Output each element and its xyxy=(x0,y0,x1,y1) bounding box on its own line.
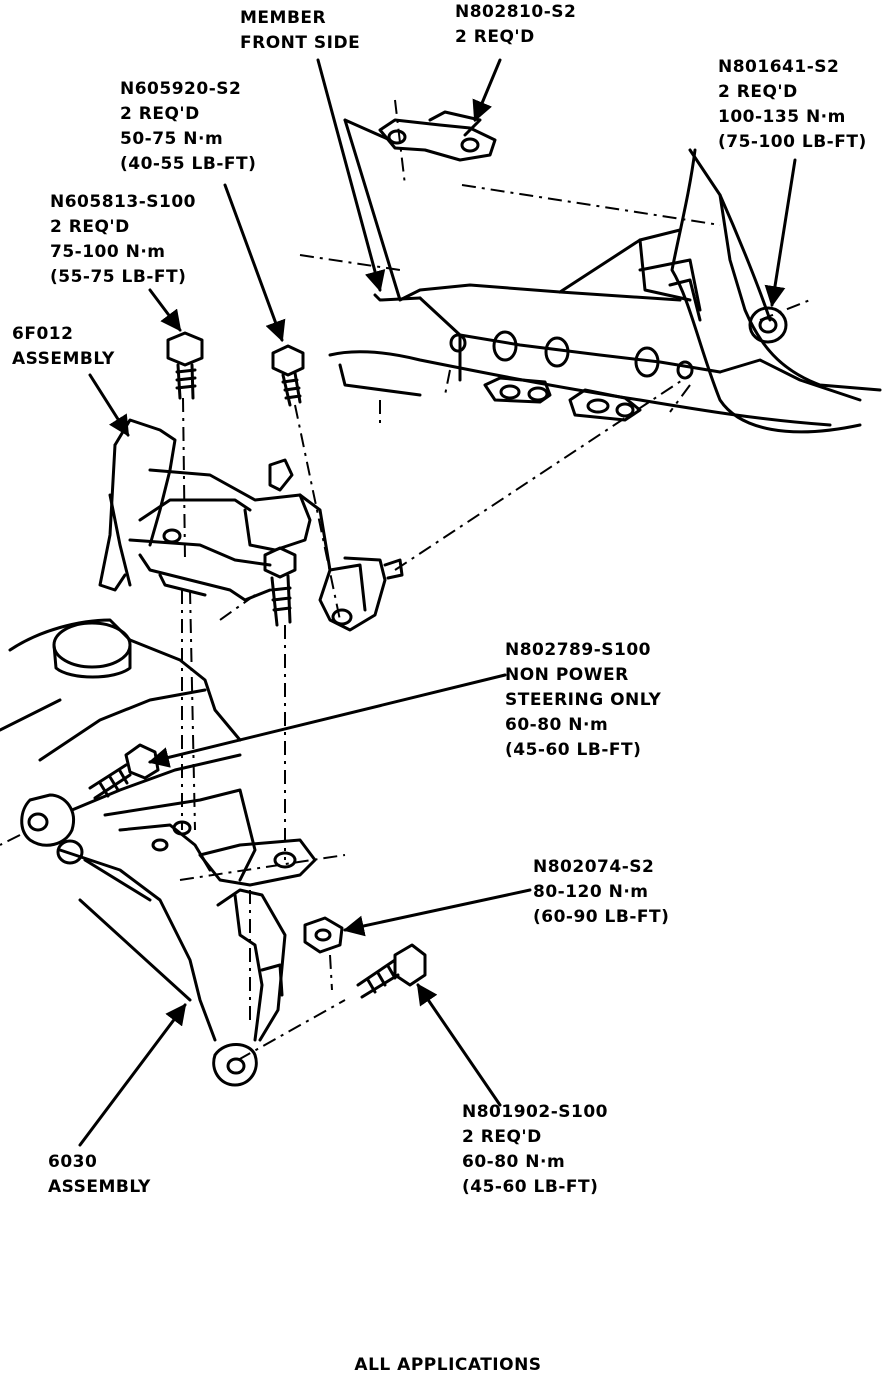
callout-line: ASSEMBLY xyxy=(12,349,115,369)
callout-line: NON POWER xyxy=(505,665,629,685)
callout-n605920: N605920-S2 2 REQ'D 50-75 N·m (40-55 LB-F… xyxy=(120,77,256,177)
callout-line: 6030 xyxy=(48,1152,98,1172)
callout-line: N801641-S2 xyxy=(718,57,840,77)
callout-n802810: N802810-S2 2 REQ'D xyxy=(455,0,576,50)
bolt-n802789 xyxy=(88,743,160,800)
bolt-n605813 xyxy=(166,331,204,400)
callout-line: (45-60 LB-FT) xyxy=(505,740,642,760)
callout-line: (60-90 LB-FT) xyxy=(533,907,670,927)
callout-line: N802810-S2 xyxy=(455,2,577,22)
callout-line: ASSEMBLY xyxy=(48,1177,151,1197)
callout-line: 2 REQ'D xyxy=(455,27,535,47)
callout-n802074: N802074-S2 80-120 N·m (60-90 LB-FT) xyxy=(533,855,669,930)
frame-member xyxy=(328,118,862,427)
callout-line: 2 REQ'D xyxy=(120,104,200,124)
callout-line: 75-100 N·m xyxy=(50,242,166,262)
stud-bolt xyxy=(263,458,297,627)
nut-n802074 xyxy=(303,916,344,954)
callout-member-front-side: MEMBER FRONT SIDE xyxy=(240,6,360,56)
callout-line: 80-120 N·m xyxy=(533,882,649,902)
engine-block xyxy=(0,618,242,762)
figure-caption: ALL APPLICATIONS xyxy=(354,1355,542,1375)
callout-n802789: N802789-S100 NON POWER STEERING ONLY 60-… xyxy=(505,638,661,763)
top-bracket xyxy=(378,110,497,162)
callout-line: 2 REQ'D xyxy=(50,217,130,237)
bracket-6f012 xyxy=(98,418,404,632)
bolt-n605920 xyxy=(271,344,305,407)
callout-line: MEMBER xyxy=(240,8,327,28)
callout-line: N605920-S2 xyxy=(120,79,242,99)
callout-line: 50-75 N·m xyxy=(120,129,224,149)
callout-line: 100-135 N·m xyxy=(718,107,846,127)
callout-line: N802074-S2 xyxy=(533,857,655,877)
callout-line: 60-80 N·m xyxy=(505,715,609,735)
nut-n801641 xyxy=(748,306,788,344)
callout-line: 6F012 xyxy=(12,324,74,344)
callout-line: (55-75 LB-FT) xyxy=(50,267,187,287)
callout-line: 2 REQ'D xyxy=(462,1127,542,1147)
callout-line: STEERING ONLY xyxy=(505,690,662,710)
callout-6f012-assembly: 6F012 ASSEMBLY xyxy=(12,322,115,372)
callout-line: N802789-S100 xyxy=(505,640,651,660)
bolt-n801902 xyxy=(356,943,427,999)
callout-line: N801902-S100 xyxy=(462,1102,608,1122)
callout-n801902: N801902-S100 2 REQ'D 60-80 N·m (45-60 LB… xyxy=(462,1100,608,1200)
callout-n801641: N801641-S2 2 REQ'D 100-135 N·m (75-100 L… xyxy=(718,55,867,155)
strut-tower xyxy=(670,148,882,434)
callout-n605813: N605813-S100 2 REQ'D 75-100 N·m (55-75 L… xyxy=(50,190,196,290)
leader-arrows xyxy=(78,58,797,1147)
callout-line: (45-60 LB-FT) xyxy=(462,1177,599,1197)
callout-line: (40-55 LB-FT) xyxy=(120,154,257,174)
callout-6030-assembly: 6030 ASSEMBLY xyxy=(48,1150,151,1200)
callout-line: FRONT SIDE xyxy=(240,33,361,53)
callout-line: 2 REQ'D xyxy=(718,82,798,102)
callout-line: 60-80 N·m xyxy=(462,1152,566,1172)
mount-6030 xyxy=(20,753,317,1087)
callout-line: N605813-S100 xyxy=(50,192,196,212)
callout-line: (75-100 LB-FT) xyxy=(718,132,867,152)
alignment-lines xyxy=(0,99,811,1061)
